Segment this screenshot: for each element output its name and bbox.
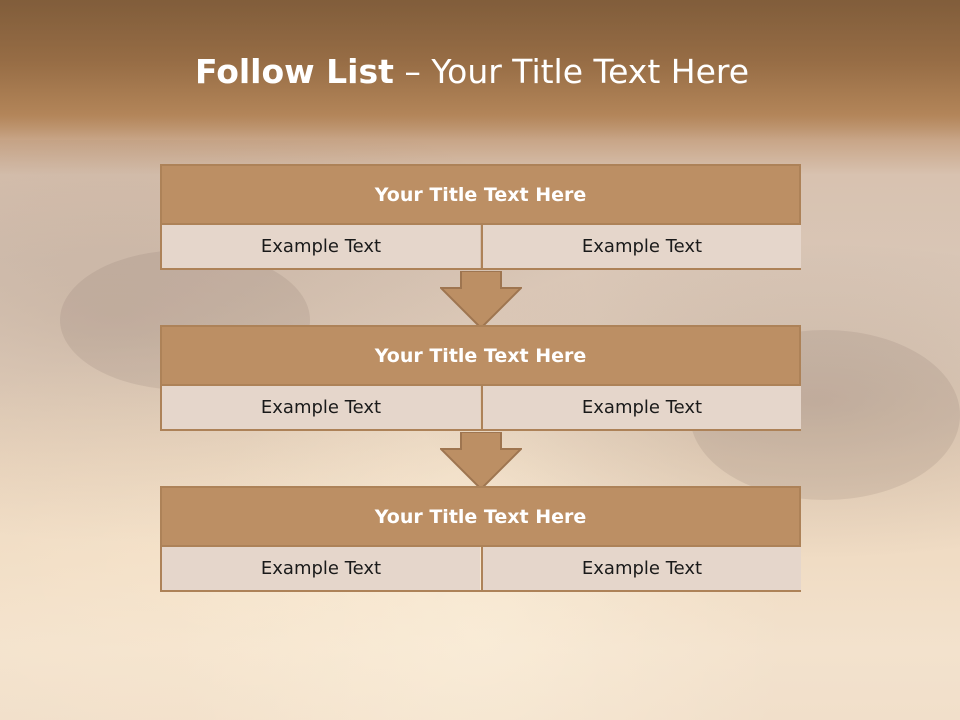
step-box-1[interactable]: Your Title Text Here Example Text Exampl… xyxy=(160,164,801,270)
step-text-right: Example Text xyxy=(481,225,801,268)
step-title: Your Title Text Here xyxy=(162,327,799,386)
step-title: Your Title Text Here xyxy=(162,166,799,225)
step-text-right: Example Text xyxy=(481,386,801,429)
down-arrow-icon xyxy=(440,432,522,490)
step-box-2[interactable]: Your Title Text Here Example Text Exampl… xyxy=(160,325,801,431)
step-text-left: Example Text xyxy=(162,225,480,268)
title-band xyxy=(0,0,960,140)
step-text-left: Example Text xyxy=(162,547,480,590)
slide-title: Follow List – Your Title Text Here xyxy=(0,52,944,91)
step-text-right: Example Text xyxy=(481,547,801,590)
slide-title-bold: Follow List xyxy=(194,52,394,91)
step-box-3[interactable]: Your Title Text Here Example Text Exampl… xyxy=(160,486,801,592)
down-arrow-icon xyxy=(440,271,522,329)
step-title: Your Title Text Here xyxy=(162,488,799,547)
step-text-left: Example Text xyxy=(162,386,480,429)
slide-title-rest: – Your Title Text Here xyxy=(393,52,750,91)
